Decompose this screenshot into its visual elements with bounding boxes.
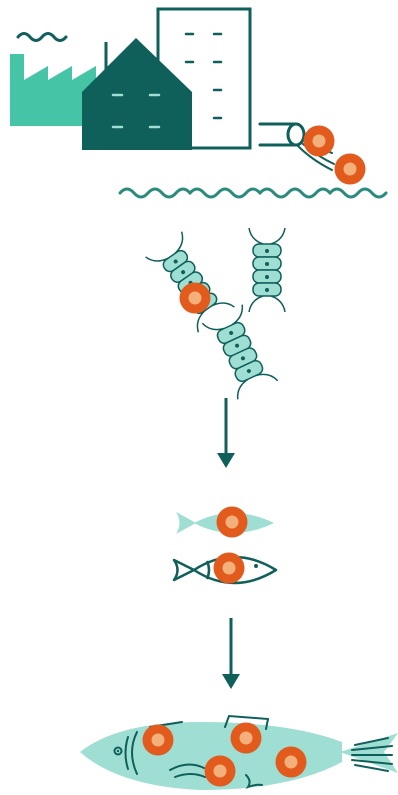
contaminant-particle-icon [276, 747, 307, 778]
small-wave-icon [18, 34, 66, 41]
contaminant-particle-icon [143, 725, 174, 756]
large-fish-group [80, 716, 398, 790]
down-arrow-icon [222, 618, 240, 689]
contaminant-particle-icon [231, 723, 262, 754]
contaminant-particle-icon [217, 507, 248, 538]
water-waves-icon [120, 189, 386, 197]
plankton-group [146, 228, 285, 399]
down-arrow-icon [217, 398, 235, 468]
contaminant-particle-icon [180, 283, 211, 314]
contaminant-particle-icon [304, 126, 335, 157]
plankton-icon [146, 232, 235, 333]
plankton-icon [249, 228, 285, 312]
contaminant-particle-icon [214, 553, 245, 584]
contaminant-particle-icon [335, 154, 366, 185]
industrial-scene [10, 9, 386, 197]
small-fish-group [174, 507, 276, 584]
contaminant-particle-icon [205, 756, 236, 787]
plankton-icon [202, 305, 277, 400]
